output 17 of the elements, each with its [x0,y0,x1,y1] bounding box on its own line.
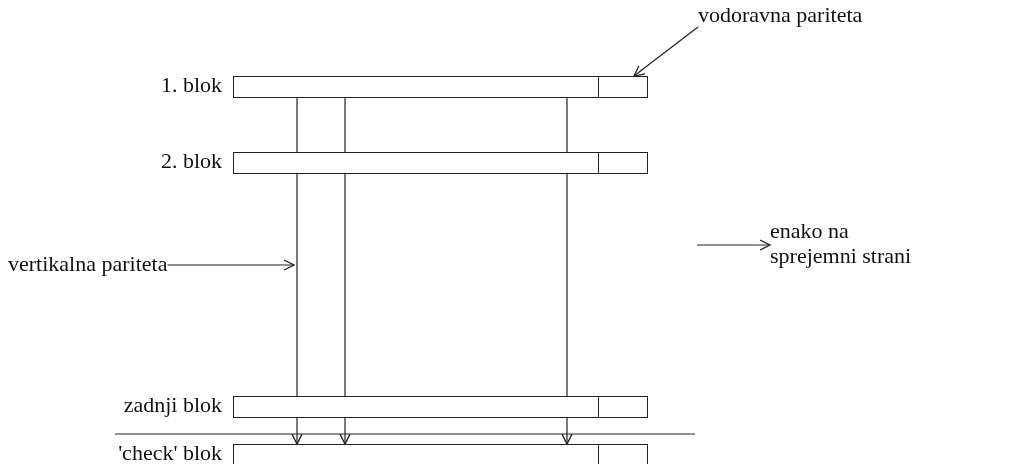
block-label: 2. blok [160,149,222,173]
data-block-bar [233,76,648,98]
parity-arrow [561,97,573,445]
parity-arrow [339,97,351,445]
leader-arrow [166,259,295,271]
parity-arrow [291,97,303,445]
block-label: 1. blok [160,73,222,97]
data-block-bar [233,396,648,418]
data-block-bar [233,444,648,464]
leader-arrow [696,239,771,251]
data-block-bar [233,152,648,174]
block-label: zadnji blok [123,393,222,417]
annotation-text: vertikalna pariteta [8,251,168,276]
block-label: 'check' blok [118,441,222,464]
leader-arrow [633,26,699,77]
annotation-text: vodoravna pariteta [698,2,863,27]
annotation-text: enako na sprejemni strani [770,218,920,268]
